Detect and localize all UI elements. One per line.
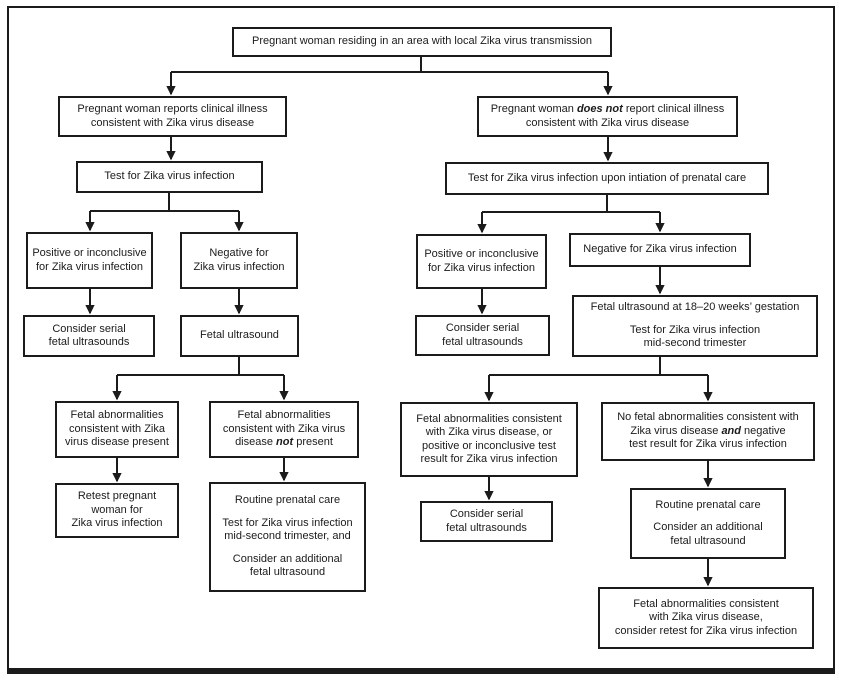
node-test-zika-prenatal: Test for Zika virus infection upon intia…: [445, 162, 769, 195]
node-no-reports-illness: Pregnant woman does not report clinical …: [477, 96, 738, 137]
figure-border: [7, 6, 835, 674]
node-negative-right: Negative for Zika virus infection: [569, 233, 751, 267]
node-ultrasound-18-20: Fetal ultrasound at 18–20 weeks’ gestati…: [572, 295, 818, 357]
node-ultrasound-left: Fetal ultrasound: [180, 315, 299, 357]
node-test-zika: Test for Zika virus infection: [76, 161, 263, 193]
node-root: Pregnant woman residing in an area with …: [232, 27, 612, 57]
